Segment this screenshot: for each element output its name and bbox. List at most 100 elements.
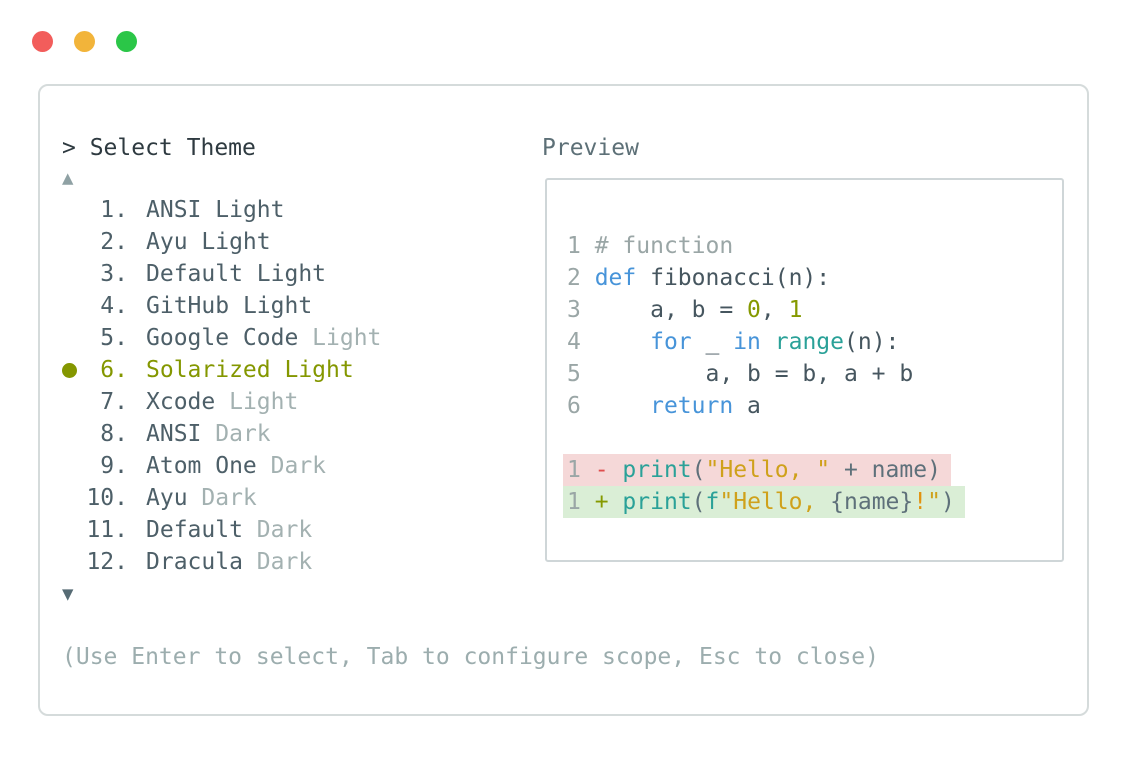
line-number: 2 <box>567 265 595 291</box>
theme-variant: Light <box>284 357 354 383</box>
close-button[interactable] <box>32 31 53 52</box>
code-token: in <box>733 329 761 355</box>
theme-name: Ayu <box>146 229 202 255</box>
theme-number: 3. <box>100 261 128 287</box>
theme-name: GitHub <box>146 293 243 319</box>
theme-number: 4. <box>100 293 128 319</box>
theme-name: Default <box>146 517 257 543</box>
theme-variant: Light <box>229 389 299 415</box>
code-token: + name) <box>830 457 941 483</box>
theme-option[interactable]: 6. Solarized Light <box>62 354 381 386</box>
theme-option[interactable]: 5.Google Code Light <box>62 322 381 354</box>
theme-option[interactable]: 9. Atom One Dark <box>62 450 381 482</box>
code-token: (n): <box>844 329 900 355</box>
diff-line-added: 1 + print(f"Hello, {name}!") <box>563 486 965 518</box>
code-token: ) <box>940 489 955 515</box>
theme-name: Atom One <box>146 453 271 479</box>
code-token: for <box>650 329 692 355</box>
theme-option[interactable]: 12.Dracula Dark <box>62 546 381 578</box>
usage-hint: (Use Enter to select, Tab to configure s… <box>62 644 879 670</box>
diff-line-removed: 1 - print("Hello, " + name) <box>563 454 951 486</box>
theme-option[interactable]: 11. Default Dark <box>62 514 381 546</box>
theme-number: 7. <box>100 389 128 415</box>
scroll-down-icon[interactable]: ▼ <box>62 583 74 605</box>
code-token: a, b = b, a + b <box>594 361 914 387</box>
code-token: # function <box>594 233 734 259</box>
theme-name: ANSI <box>146 421 216 447</box>
code-token: + <box>594 489 623 515</box>
line-number: 1 <box>567 489 595 515</box>
code-line: 5 a, b = b, a + b <box>567 358 913 390</box>
theme-option[interactable]: 1.ANSI Light <box>62 194 381 226</box>
theme-name: Google Code <box>146 325 313 351</box>
zoom-button[interactable] <box>116 31 137 52</box>
theme-number: 6. <box>100 357 128 383</box>
theme-picker-title: > Select Theme <box>62 135 256 161</box>
code-token: print <box>622 457 692 483</box>
code-token: - <box>594 457 623 483</box>
theme-variant: Light <box>242 293 313 319</box>
code-token: a <box>733 393 761 419</box>
line-number: 1 <box>567 457 595 483</box>
code-token: "Hello, <box>719 489 831 515</box>
theme-option[interactable]: 4. GitHub Light <box>62 290 381 322</box>
code-token: {name} <box>830 489 914 515</box>
theme-variant: Dark <box>256 549 313 575</box>
theme-variant: Dark <box>270 453 327 479</box>
code-token: range <box>774 329 844 355</box>
code-token <box>595 393 650 419</box>
theme-number: 2. <box>100 229 128 255</box>
theme-option[interactable]: 7. Xcode Light <box>62 386 381 418</box>
theme-name: Ayu <box>146 485 202 511</box>
theme-number: 8. <box>100 421 128 447</box>
code-line: 6 return a <box>567 390 761 422</box>
theme-option[interactable]: 3.Default Light <box>62 258 381 290</box>
theme-name: Dracula <box>146 549 257 575</box>
code-token: ! <box>913 489 928 515</box>
line-number: 6 <box>567 393 595 419</box>
theme-option[interactable]: 8. ANSI Dark <box>62 418 381 450</box>
window-controls <box>32 31 137 52</box>
code-token: 1 <box>788 297 803 323</box>
theme-variant: Light <box>256 261 327 287</box>
code-line: 4 for _ in range(n): <box>567 326 899 358</box>
code-token: def <box>594 265 637 291</box>
code-token <box>595 329 650 355</box>
line-number: 4 <box>567 329 595 355</box>
theme-option[interactable]: 2.Ayu Light <box>62 226 381 258</box>
theme-number: 10. <box>86 485 128 511</box>
code-token: ( <box>691 489 706 515</box>
code-token: fibonacci(n): <box>636 265 831 291</box>
minimize-button[interactable] <box>74 31 95 52</box>
code-token: ( <box>691 457 706 483</box>
code-token: 0 <box>747 297 761 323</box>
theme-name: Solarized <box>146 357 285 383</box>
code-token: _ <box>691 329 734 355</box>
code-line: 2 def fibonacci(n): <box>567 262 830 294</box>
line-number: 1 <box>567 233 595 259</box>
code-line: 1 # function <box>567 230 733 262</box>
selected-bullet-icon <box>62 362 86 378</box>
code-token: a, b = <box>594 297 748 323</box>
theme-variant: Light <box>215 197 285 223</box>
code-token <box>761 329 775 355</box>
code-token: " <box>927 489 941 515</box>
code-token: , <box>760 297 789 323</box>
theme-number: 1. <box>100 197 128 223</box>
theme-number: 9. <box>100 453 128 479</box>
theme-variant: Dark <box>215 421 271 447</box>
theme-number: 11. <box>86 517 128 543</box>
line-number: 3 <box>567 297 595 323</box>
theme-variant: Dark <box>256 517 313 543</box>
code-token: f <box>705 489 720 515</box>
theme-option[interactable]: 10.Ayu Dark <box>62 482 381 514</box>
theme-number: 5. <box>100 325 128 351</box>
code-token: "Hello, " <box>705 457 831 483</box>
theme-name: Xcode <box>146 389 230 415</box>
line-number: 5 <box>567 361 595 387</box>
scroll-up-icon[interactable]: ▲ <box>62 167 74 189</box>
